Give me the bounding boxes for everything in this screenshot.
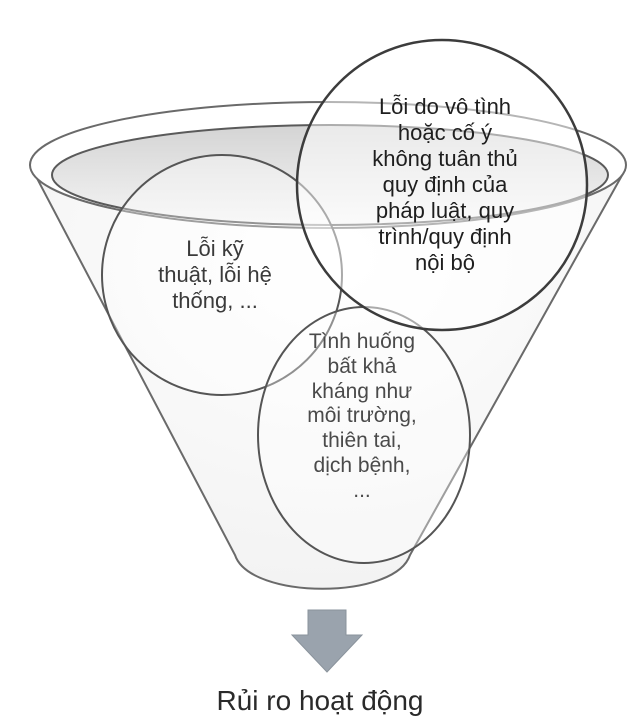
compliance-line: trình/quy định (315, 224, 575, 250)
down-arrow-icon (292, 610, 362, 672)
technical-line: thống, ... (130, 288, 300, 314)
result-label: Rủi ro hoạt động (170, 686, 470, 717)
force-majeure-line: thiên tai, (262, 429, 462, 454)
compliance-line: pháp luật, quy (315, 198, 575, 224)
force-majeure-line: môi trường, (262, 404, 462, 429)
force-majeure-line: Tình huống (262, 330, 462, 355)
force-majeure-line: dịch bệnh, (262, 454, 462, 479)
technical-circle-label: Lỗi kỹ thuật, lỗi hệ thống, ... (130, 236, 300, 314)
technical-line: Lỗi kỹ (130, 236, 300, 262)
force-majeure-line: ... (262, 479, 462, 504)
force-majeure-line: kháng như (262, 380, 462, 405)
force-majeure-line: bất khả (262, 355, 462, 380)
compliance-line: nội bộ (315, 250, 575, 276)
compliance-circle-label: Lỗi do vô tình hoặc cố ý không tuân thủ … (315, 94, 575, 276)
compliance-line: Lỗi do vô tình (315, 94, 575, 120)
compliance-line: không tuân thủ (315, 146, 575, 172)
compliance-line: quy định của (315, 172, 575, 198)
technical-line: thuật, lỗi hệ (130, 262, 300, 288)
compliance-line: hoặc cố ý (315, 120, 575, 146)
force-majeure-circle-label: Tình huống bất khả kháng như môi trường,… (262, 330, 462, 503)
